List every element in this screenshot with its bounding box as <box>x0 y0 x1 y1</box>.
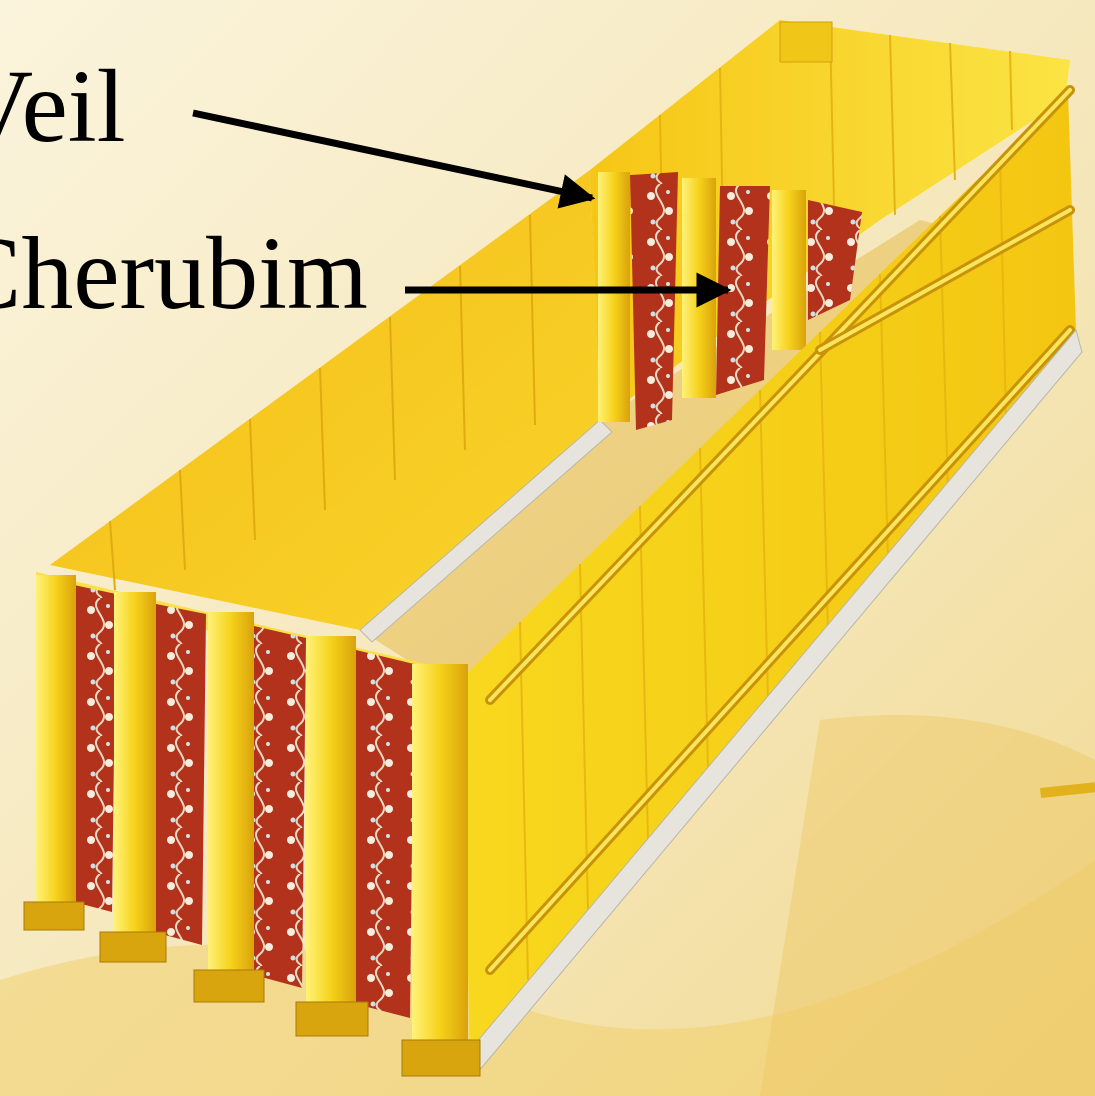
bar <box>488 328 1072 972</box>
pillar <box>114 592 156 937</box>
pillar <box>208 612 254 974</box>
veil-pillar <box>772 190 806 350</box>
pillar <box>306 636 356 1008</box>
screen-panel <box>356 650 414 1018</box>
veil-arrow <box>192 109 596 209</box>
pillar-base <box>401 1039 481 1077</box>
screen-panel <box>254 626 306 988</box>
veil-panel <box>808 200 862 320</box>
right-outer-wall <box>460 92 1076 1050</box>
ground-wash <box>760 715 1095 1096</box>
pillar-base <box>193 969 265 1003</box>
silver-sockets-far <box>359 419 613 643</box>
pillar <box>412 664 468 1044</box>
back-corner-post <box>779 21 833 63</box>
right-wall-bars <box>485 85 1075 975</box>
veil <box>598 172 862 430</box>
veil-panel <box>716 186 770 395</box>
veil-panel <box>630 172 678 430</box>
pillar-base <box>99 931 167 963</box>
veil-pillar <box>598 172 630 422</box>
screen-panel <box>154 604 206 945</box>
bar <box>818 208 1072 352</box>
left-wall-boards <box>109 214 536 591</box>
right-wall-boards <box>519 157 1007 981</box>
golden-rod <box>1039 782 1095 798</box>
pillar <box>36 575 76 905</box>
entrance-pillars <box>23 575 481 1077</box>
left-inner-wall <box>50 170 600 630</box>
pillar-base <box>23 901 85 931</box>
entrance-curtains <box>74 585 414 1018</box>
pillar-base <box>295 1001 369 1037</box>
veil-label: Veil <box>0 49 126 164</box>
cherubim-label: Cherubim <box>0 216 368 331</box>
ground-wash <box>0 860 1095 1096</box>
screen-panel <box>74 585 116 912</box>
bar <box>488 88 1072 702</box>
